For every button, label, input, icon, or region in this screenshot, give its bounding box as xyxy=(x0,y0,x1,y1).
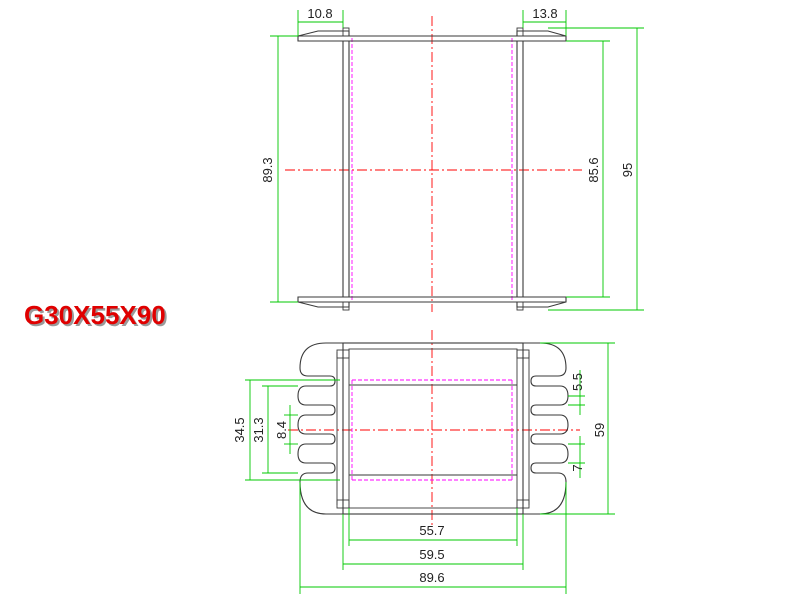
title: G30X55X90 G30X55X90 xyxy=(24,300,168,332)
right-flange xyxy=(523,342,569,515)
dim-label-31-3: 31.3 xyxy=(251,417,266,442)
top-flange xyxy=(297,27,567,42)
bottom-dimension-labels: 34.5 31.3 8.4 5.5 59 7 55.7 59.5 89.6 xyxy=(232,373,607,585)
dim-label-34-5: 34.5 xyxy=(232,417,247,442)
top-view: 10.8 13.8 89.3 85.6 95 xyxy=(260,6,644,312)
dim-label-59-5: 59.5 xyxy=(419,547,444,562)
bottom-flange xyxy=(297,296,567,311)
dim-label-10-8: 10.8 xyxy=(307,6,332,21)
dim-label-7: 7 xyxy=(570,464,585,471)
title-text: G30X55X90 xyxy=(24,300,166,330)
dim-label-89-6: 89.6 xyxy=(419,570,444,585)
dim-label-55-7: 55.7 xyxy=(419,523,444,538)
bottom-dimensions xyxy=(245,342,615,594)
dim-label-8-4: 8.4 xyxy=(274,421,289,439)
bottom-view: 34.5 31.3 8.4 5.5 59 7 55.7 59.5 89.6 xyxy=(232,330,615,594)
dim-label-13-8: 13.8 xyxy=(532,6,557,21)
top-dimensions xyxy=(270,10,644,311)
dim-label-5-5: 5.5 xyxy=(570,373,585,391)
core-walls xyxy=(342,41,524,297)
top-dimension-labels: 10.8 13.8 89.3 85.6 95 xyxy=(260,6,635,183)
dim-label-95: 95 xyxy=(620,163,635,177)
core-tube xyxy=(336,342,530,515)
dim-label-85-6: 85.6 xyxy=(586,157,601,182)
dim-label-89-3: 89.3 xyxy=(260,157,275,182)
left-flange xyxy=(297,342,343,515)
dim-label-59: 59 xyxy=(592,423,607,437)
title-shadow: G30X55X90 xyxy=(26,302,168,332)
